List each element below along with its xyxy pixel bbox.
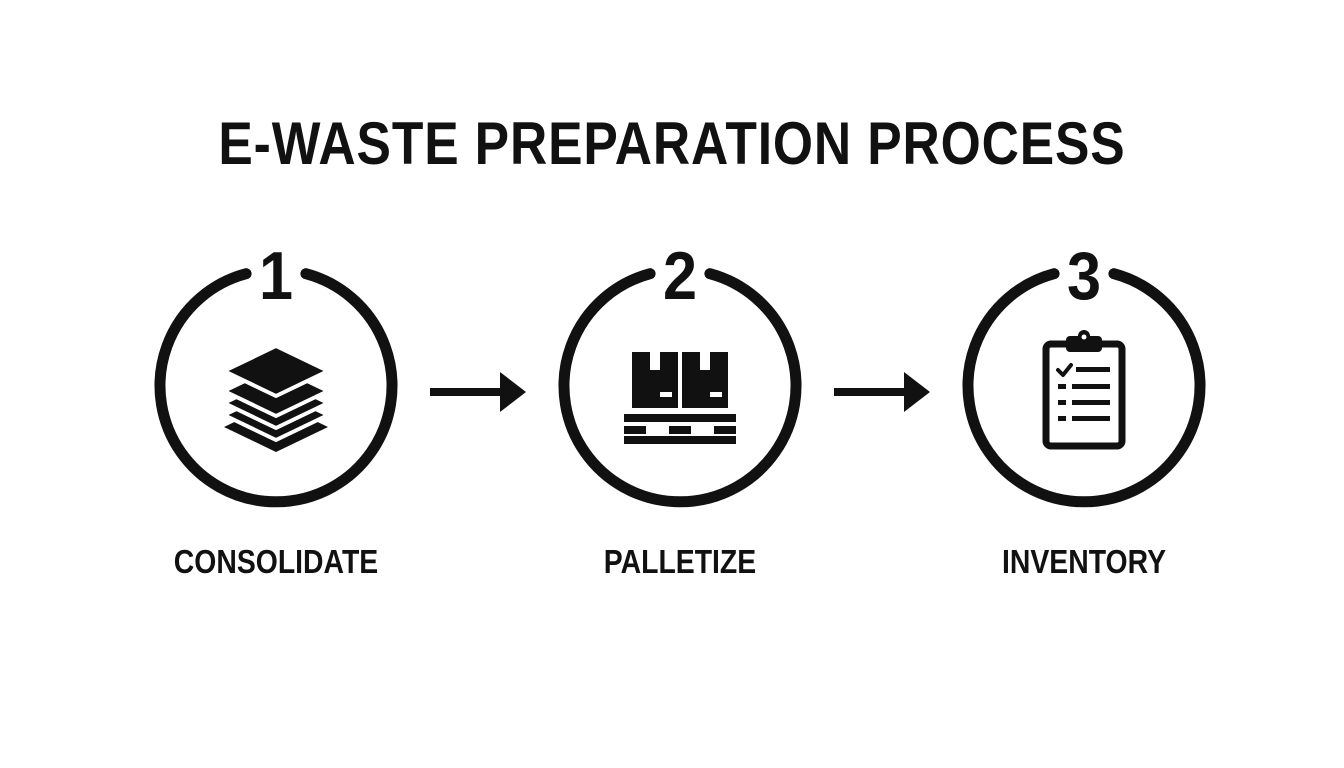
step-consolidate: 1 CONSOLIDATE: [126, 230, 426, 590]
step-number: 2: [662, 238, 698, 314]
step-inventory: 3 INVENTORY: [934, 230, 1234, 590]
step-number: 1: [258, 238, 294, 314]
step-label: PALLETIZE: [603, 543, 757, 580]
step-ring: [962, 268, 1206, 508]
stacked-layers-icon: [222, 344, 330, 452]
step-label: CONSOLIDATE: [173, 543, 379, 580]
arrow-right-icon: [834, 372, 930, 412]
step-palletize: 2 PALLETIZE: [530, 230, 830, 590]
step-label: INVENTORY: [1001, 543, 1166, 580]
clipboard-checklist-icon: [1042, 330, 1126, 450]
page-title: E-WASTE PREPARATION PROCESS: [218, 110, 1126, 177]
step-ring: [558, 268, 802, 508]
step-ring: [154, 268, 398, 508]
pallet-boxes-icon: [624, 352, 736, 444]
arrow-right-icon: [430, 372, 526, 412]
step-number: 3: [1066, 238, 1102, 314]
